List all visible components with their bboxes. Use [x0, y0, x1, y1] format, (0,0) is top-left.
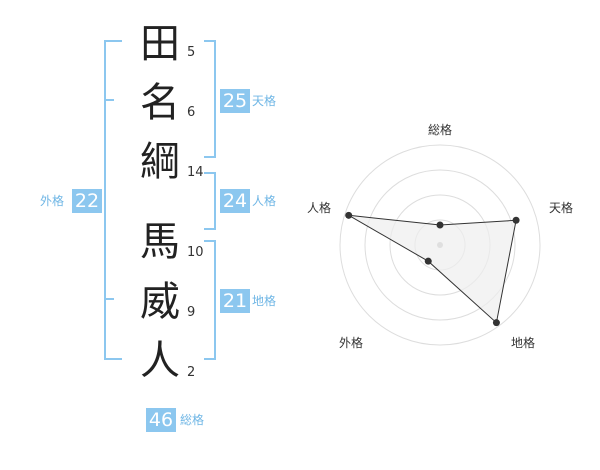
tenkaku-label: 天格	[252, 94, 277, 108]
jinkaku-bracket-bottom	[204, 228, 216, 230]
jinkaku-bracket-vertical	[214, 172, 216, 230]
radar-point-1	[436, 221, 444, 229]
stroke-count-2: 6	[187, 105, 196, 120]
stroke-count-6: 2	[187, 365, 196, 380]
tenkaku-bracket-bottom	[204, 156, 216, 158]
radar-axis-label-jinkaku: 人格	[307, 201, 332, 215]
radar-grid-ring-3	[364, 169, 516, 321]
name-char-3: 綱	[140, 139, 180, 185]
radar-point-3	[492, 319, 500, 327]
radar-axis-label-soukaku: 総格	[428, 123, 453, 137]
soukaku-value-badge: 46	[146, 408, 176, 432]
stroke-count-4: 10	[187, 245, 204, 260]
gaikaku-label: 外格	[40, 194, 65, 208]
stroke-count-5: 9	[187, 305, 196, 320]
chikaku-bracket-bottom	[204, 358, 216, 360]
soukaku-label: 総格	[180, 413, 205, 427]
jinkaku-label: 人格	[252, 194, 277, 208]
chikaku-bracket-vertical	[214, 240, 216, 360]
radar-axis-label-tenkaku: 天格	[549, 201, 574, 215]
chikaku-value-badge: 21	[220, 289, 250, 313]
tenkaku-bracket-vertical	[214, 40, 216, 158]
name-char-1: 田	[140, 21, 180, 67]
radar-point-5	[345, 211, 353, 219]
radar-point-2	[512, 216, 520, 224]
stroke-count-3: 14	[187, 165, 204, 180]
name-char-5: 威	[140, 279, 180, 325]
gaikaku-bracket-tick-1	[104, 99, 114, 101]
tenkaku-bracket-top	[204, 40, 216, 42]
radar-series-polygon	[348, 214, 517, 324]
radar-point-4	[424, 257, 432, 265]
gaikaku-value-badge: 22	[72, 189, 102, 213]
name-char-6: 人	[140, 338, 180, 384]
jinkaku-value-badge: 24	[220, 189, 250, 213]
name-char-2: 名	[140, 80, 180, 126]
chikaku-label: 地格	[252, 294, 277, 308]
gaikaku-bracket-tick-2	[104, 298, 114, 300]
chikaku-bracket-top	[204, 240, 216, 242]
radar-axis-label-chikaku: 地格	[511, 336, 536, 350]
gaikaku-bracket-vertical	[104, 40, 106, 360]
jinkaku-bracket-top	[204, 172, 216, 174]
gaikaku-bracket-bottom	[104, 358, 122, 360]
radar-axis-label-gaikaku: 外格	[339, 336, 364, 350]
tenkaku-value-badge: 25	[220, 89, 250, 113]
name-char-4: 馬	[140, 219, 180, 265]
stroke-count-1: 5	[187, 45, 196, 60]
radar-grid-ring-4	[339, 144, 541, 346]
gaikaku-bracket-top	[104, 40, 122, 42]
